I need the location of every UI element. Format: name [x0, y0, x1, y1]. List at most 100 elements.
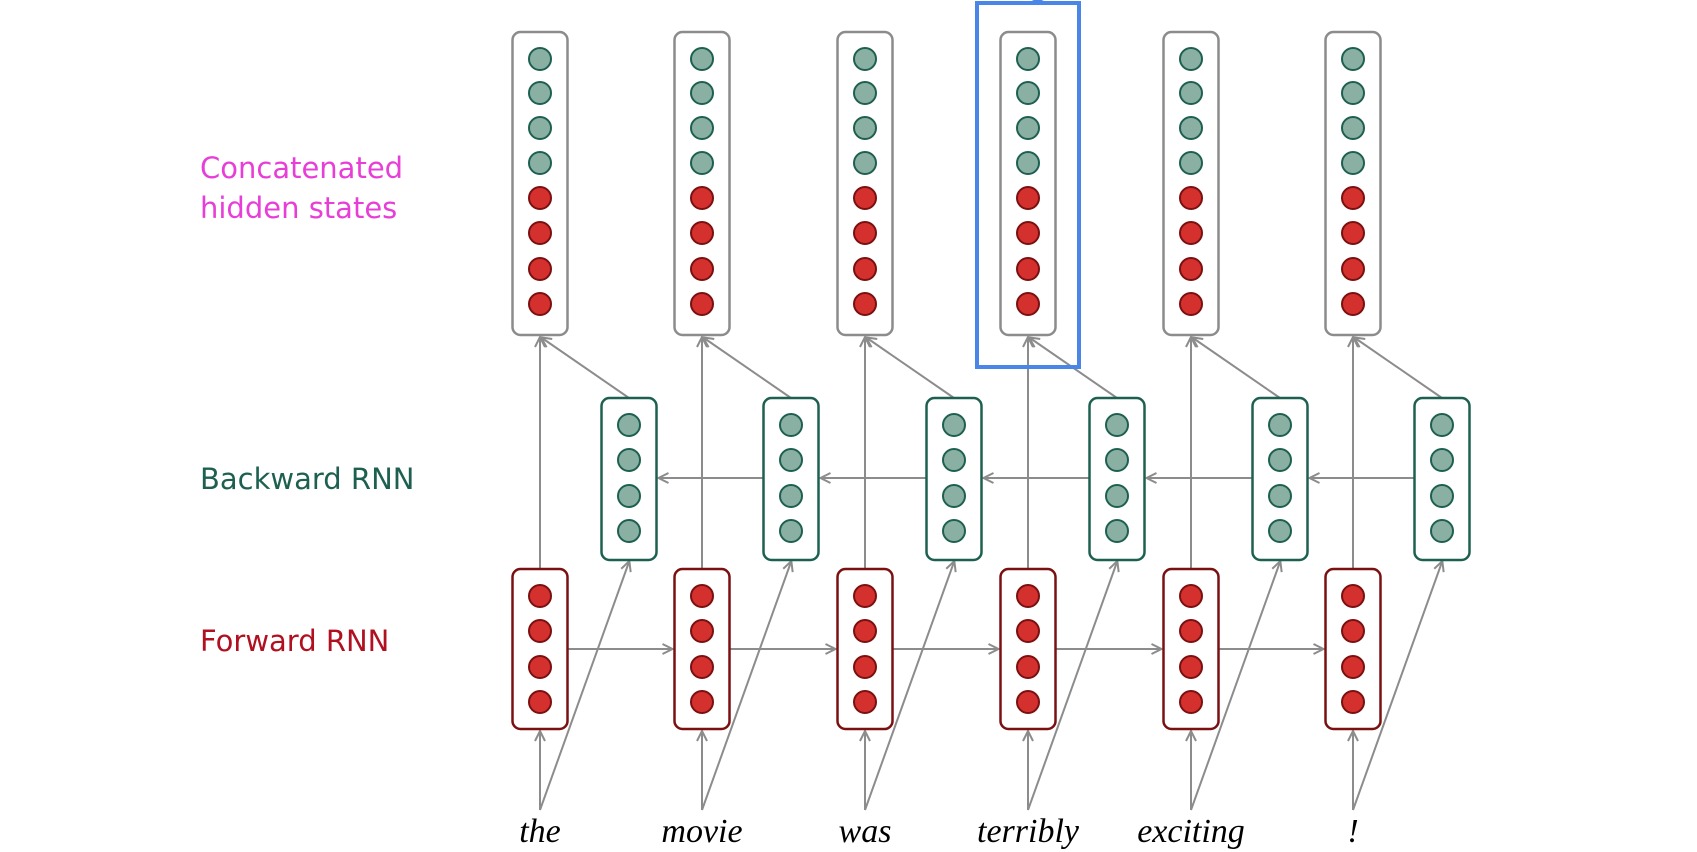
backward-unit-node — [1016, 116, 1040, 140]
backward-box — [762, 396, 820, 562]
backward-rnn-cell — [762, 396, 820, 562]
forward-unit-node — [690, 655, 714, 679]
forward-unit-node — [1341, 186, 1365, 210]
backward-unit-node — [690, 151, 714, 175]
forward-unit-node — [1341, 292, 1365, 316]
forward-unit-node — [1016, 292, 1040, 316]
backward-to-concat-arrow — [704, 338, 792, 399]
forward-unit-node — [853, 257, 877, 281]
forward-unit-node — [1016, 584, 1040, 608]
backward-unit-node — [1341, 151, 1365, 175]
forward-unit-node — [690, 292, 714, 316]
backward-unit-node — [617, 448, 641, 472]
forward-unit-node — [528, 655, 552, 679]
input-word: ! — [1347, 813, 1359, 850]
forward-box — [999, 567, 1057, 731]
backward-unit-node — [853, 116, 877, 140]
forward-unit-node — [1179, 690, 1203, 714]
input-word: was — [838, 813, 892, 850]
backward-rnn-cell — [1251, 396, 1309, 562]
backward-unit-node — [1016, 47, 1040, 71]
backward-box — [600, 396, 658, 562]
backward-unit-node — [1105, 484, 1129, 508]
backward-unit-node — [690, 81, 714, 105]
forward-unit-node — [853, 221, 877, 245]
backward-unit-node — [1016, 81, 1040, 105]
forward-unit-node — [690, 690, 714, 714]
backward-unit-node — [690, 47, 714, 71]
backward-unit-node — [942, 484, 966, 508]
forward-unit-node — [853, 186, 877, 210]
boxes-layer — [511, 0, 1471, 731]
backward-unit-node — [1430, 448, 1454, 472]
backward-unit-node — [779, 448, 803, 472]
backward-unit-node — [942, 413, 966, 437]
backward-unit-node — [1105, 413, 1129, 437]
backward-unit-node — [1179, 81, 1203, 105]
backward-unit-node — [853, 151, 877, 175]
forward-unit-node — [1179, 186, 1203, 210]
forward-unit-node — [1179, 292, 1203, 316]
backward-unit-node — [853, 81, 877, 105]
backward-unit-node — [617, 519, 641, 543]
concat-box — [511, 30, 569, 337]
forward-unit-node — [1179, 619, 1203, 643]
backward-unit-node — [690, 116, 714, 140]
forward-unit-node — [1016, 655, 1040, 679]
forward-unit-node — [853, 690, 877, 714]
forward-rnn-label: Forward RNN — [200, 624, 390, 658]
concat-box — [836, 30, 894, 337]
forward-unit-node — [690, 584, 714, 608]
forward-unit-node — [690, 257, 714, 281]
arrows-layer — [540, 338, 1442, 811]
forward-unit-node — [528, 619, 552, 643]
concat-box — [673, 30, 731, 337]
forward-unit-node — [1341, 221, 1365, 245]
highlight-box — [975, 1, 1081, 369]
backward-rnn-cell — [600, 396, 658, 562]
highlight-pointer — [1031, 0, 1044, 5]
backward-rnn-cell — [1088, 396, 1146, 562]
backward-unit-node — [1179, 151, 1203, 175]
backward-unit-node — [1430, 484, 1454, 508]
forward-unit-node — [853, 584, 877, 608]
backward-unit-node — [779, 519, 803, 543]
backward-unit-node — [779, 484, 803, 508]
backward-unit-node — [1430, 413, 1454, 437]
forward-unit-node — [1341, 619, 1365, 643]
forward-unit-node — [853, 619, 877, 643]
backward-unit-node — [1341, 81, 1365, 105]
backward-unit-node — [1268, 413, 1292, 437]
forward-unit-node — [528, 292, 552, 316]
backward-unit-node — [1179, 116, 1203, 140]
backward-box — [1251, 396, 1309, 562]
backward-unit-node — [1268, 519, 1292, 543]
forward-unit-node — [690, 619, 714, 643]
concat-box — [1162, 30, 1220, 337]
backward-unit-node — [853, 47, 877, 71]
forward-rnn-cell — [673, 567, 731, 731]
forward-box — [1162, 567, 1220, 731]
backward-to-concat-arrow — [1193, 338, 1281, 399]
forward-rnn-cell — [511, 567, 569, 731]
backward-unit-node — [1105, 519, 1129, 543]
forward-rnn-cell — [1162, 567, 1220, 731]
backward-unit-node — [1268, 484, 1292, 508]
forward-unit-node — [1179, 655, 1203, 679]
forward-box — [511, 567, 569, 731]
concat-hidden-state — [1162, 30, 1220, 337]
forward-unit-node — [1016, 619, 1040, 643]
backward-unit-node — [528, 47, 552, 71]
input-word: exciting — [1137, 813, 1245, 850]
backward-unit-node — [528, 81, 552, 105]
forward-unit-node — [1016, 186, 1040, 210]
backward-unit-node — [1341, 47, 1365, 71]
backward-unit-node — [1105, 448, 1129, 472]
concat-hidden-state — [999, 30, 1057, 337]
forward-unit-node — [528, 221, 552, 245]
forward-box — [1324, 567, 1382, 731]
concat-hidden-state — [836, 30, 894, 337]
backward-box — [1413, 396, 1471, 562]
forward-unit-node — [853, 655, 877, 679]
input-to-backward-arrow — [1190, 562, 1280, 811]
